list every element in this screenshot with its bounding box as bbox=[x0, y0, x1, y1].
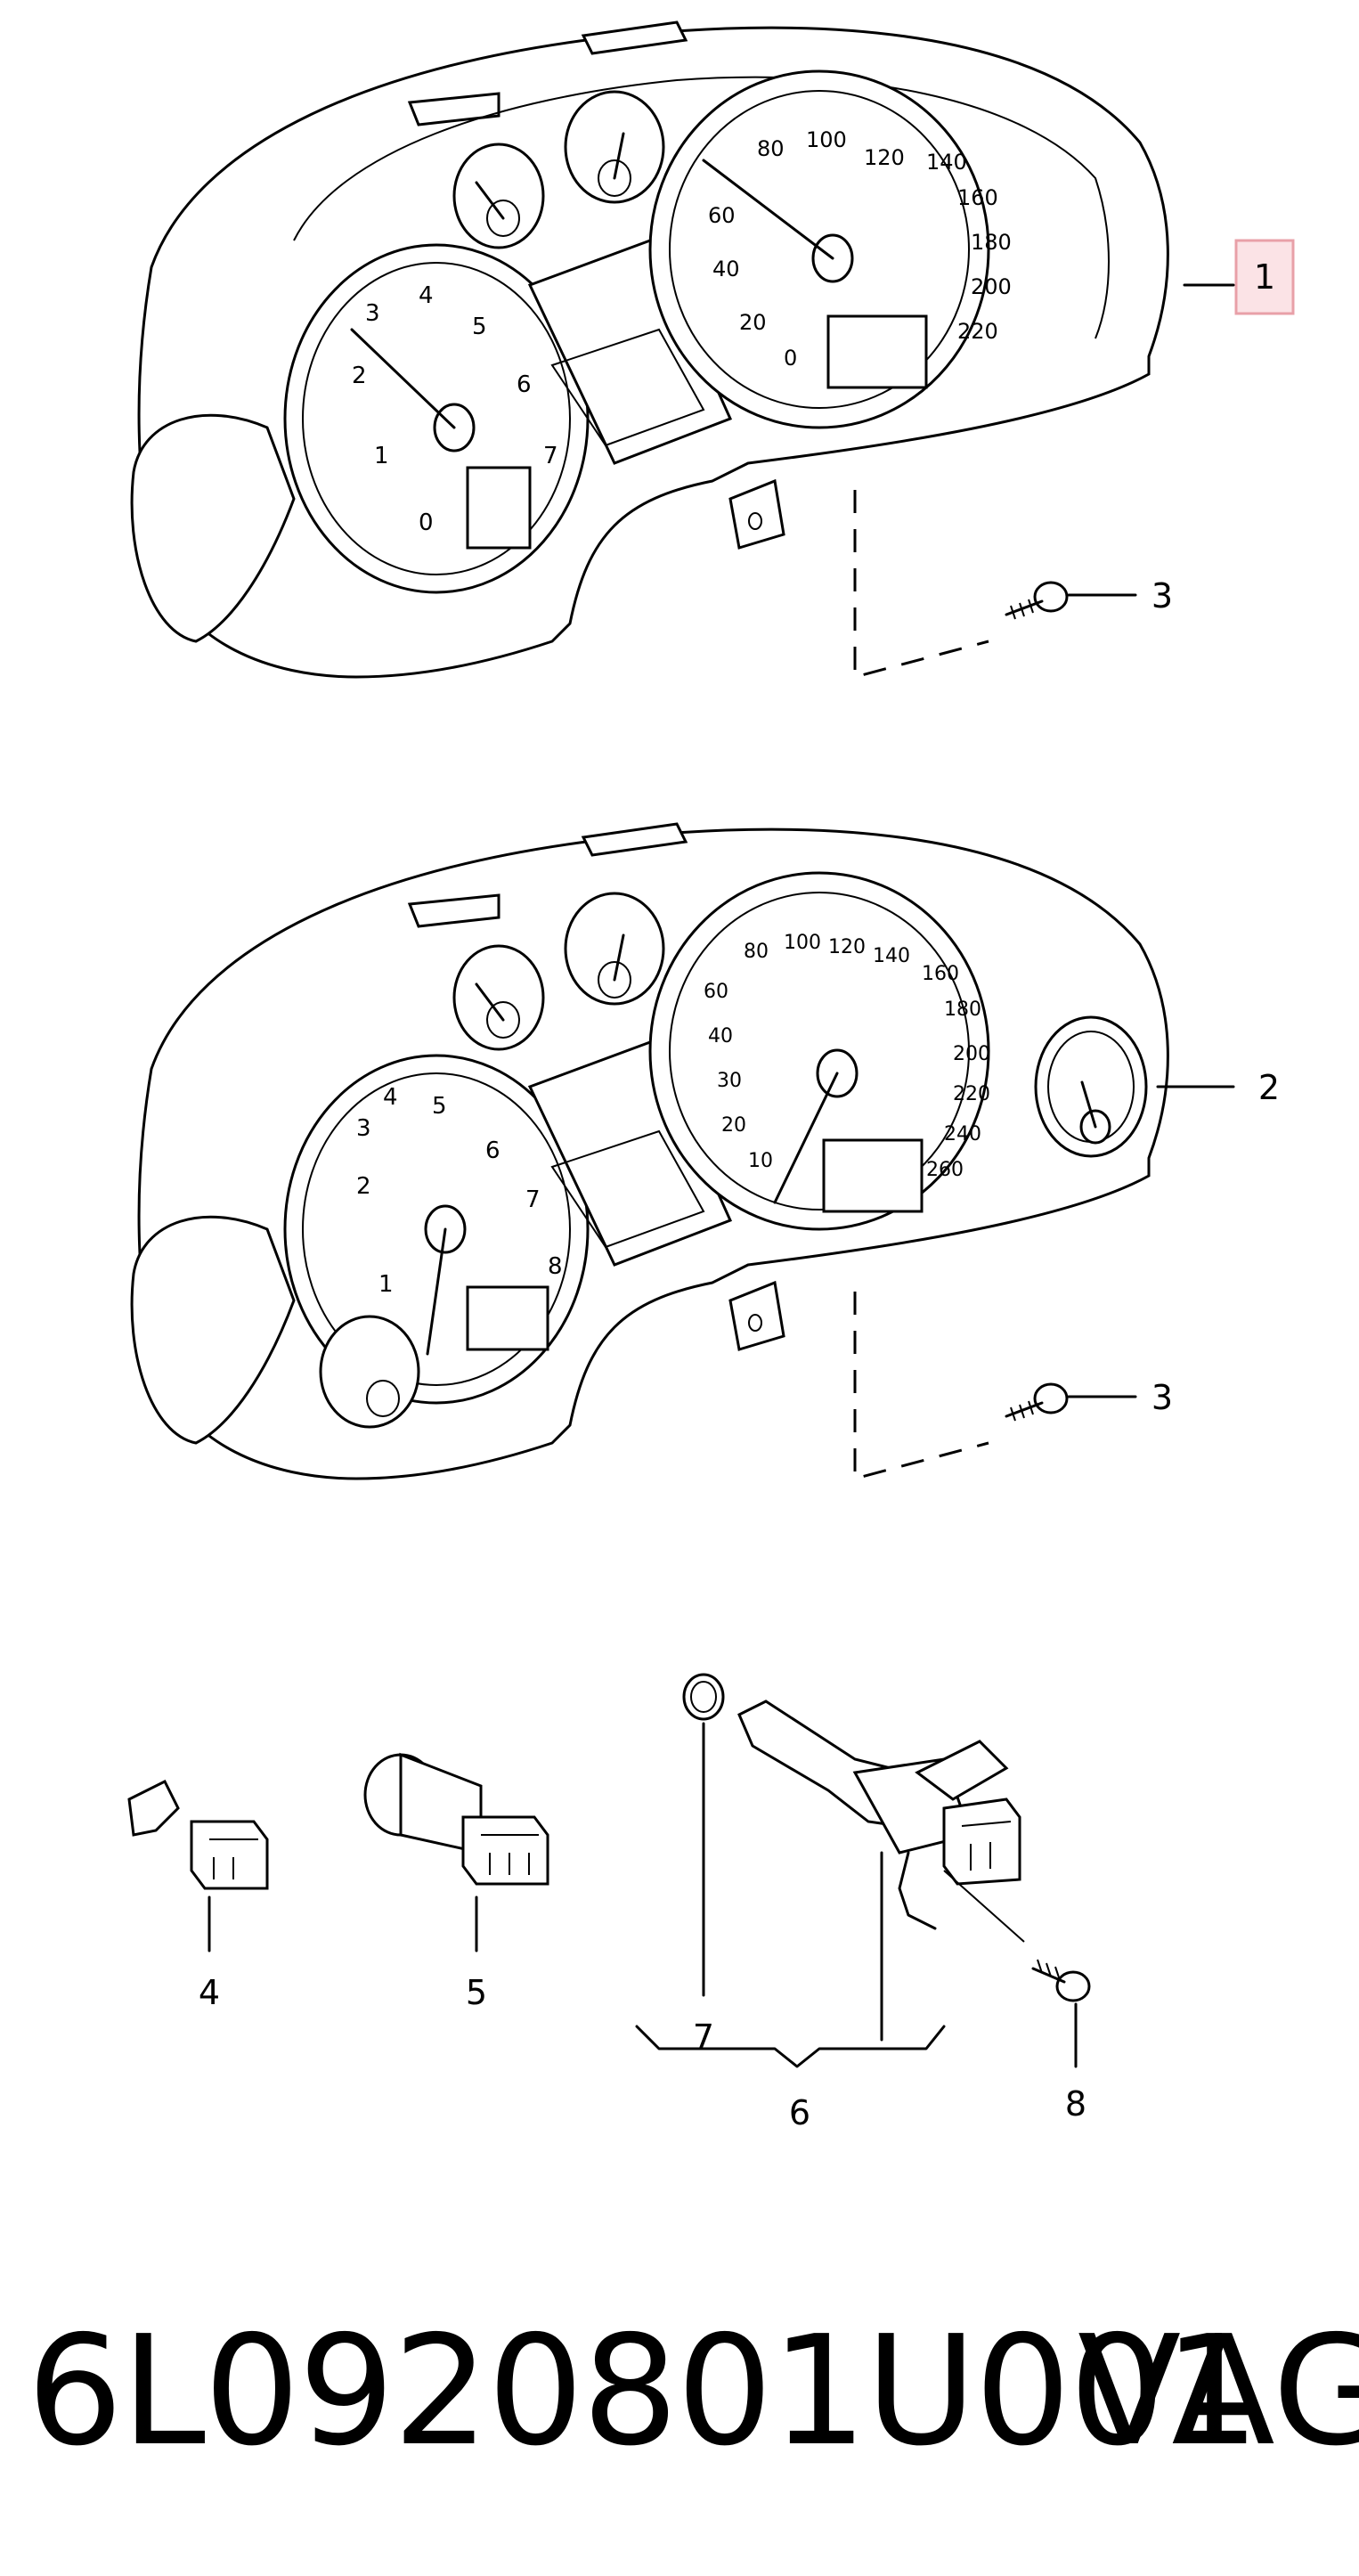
svg-text:2: 2 bbox=[356, 1173, 371, 1200]
callout-3a[interactable]: 3 bbox=[1151, 576, 1173, 615]
callout-1[interactable]: 1 bbox=[1254, 257, 1275, 297]
svg-text:3: 3 bbox=[365, 300, 380, 327]
speed-sender-part-6 bbox=[635, 1700, 1021, 2068]
svg-text:40: 40 bbox=[712, 257, 740, 281]
svg-text:60: 60 bbox=[708, 203, 736, 228]
svg-text:4: 4 bbox=[419, 282, 434, 309]
svg-text:160: 160 bbox=[922, 963, 959, 985]
callout-5[interactable]: 5 bbox=[466, 1973, 487, 2012]
sensor-part-5 bbox=[363, 1752, 549, 1952]
svg-text:0: 0 bbox=[419, 509, 434, 536]
callout-4[interactable]: 4 bbox=[199, 1973, 220, 2012]
connector-part-4 bbox=[127, 1779, 269, 1952]
callout-7[interactable]: 7 bbox=[693, 2018, 714, 2057]
o-ring-part-7 bbox=[682, 1673, 725, 1997]
svg-text:7: 7 bbox=[543, 443, 558, 469]
svg-text:240: 240 bbox=[944, 1123, 981, 1145]
callout-6[interactable]: 6 bbox=[789, 2093, 810, 2132]
svg-text:80: 80 bbox=[744, 941, 769, 963]
svg-text:3: 3 bbox=[356, 1115, 371, 1142]
svg-text:260: 260 bbox=[926, 1159, 964, 1181]
svg-text:30: 30 bbox=[717, 1070, 742, 1092]
svg-text:2: 2 bbox=[352, 363, 367, 389]
svg-text:1: 1 bbox=[378, 1271, 394, 1298]
svg-text:120: 120 bbox=[864, 145, 905, 170]
screw-3a bbox=[1005, 581, 1069, 620]
svg-text:6: 6 bbox=[517, 371, 532, 398]
part-number-caption: 6L0920801U001 bbox=[27, 2303, 1260, 2480]
svg-text:200: 200 bbox=[953, 1043, 990, 1065]
svg-text:80: 80 bbox=[757, 136, 785, 161]
svg-text:120: 120 bbox=[828, 936, 866, 958]
svg-text:100: 100 bbox=[784, 932, 821, 954]
callout-8[interactable]: 8 bbox=[1065, 2084, 1086, 2124]
brand-caption: VAG bbox=[1078, 2303, 1359, 2480]
callout-box-1-highlight bbox=[1234, 239, 1295, 315]
svg-text:5: 5 bbox=[472, 314, 487, 340]
screw-3b bbox=[1005, 1382, 1069, 1422]
callout-2[interactable]: 2 bbox=[1258, 1068, 1280, 1107]
svg-text:8: 8 bbox=[548, 1253, 563, 1280]
svg-text:160: 160 bbox=[957, 185, 998, 210]
svg-text:180: 180 bbox=[944, 999, 981, 1021]
svg-text:180: 180 bbox=[971, 230, 1012, 255]
svg-text:0: 0 bbox=[784, 346, 797, 371]
callout-3b[interactable]: 3 bbox=[1151, 1378, 1173, 1417]
svg-text:6: 6 bbox=[485, 1137, 500, 1164]
svg-text:220: 220 bbox=[957, 319, 998, 344]
svg-text:200: 200 bbox=[971, 274, 1012, 299]
svg-text:1: 1 bbox=[374, 443, 389, 469]
svg-text:100: 100 bbox=[806, 127, 847, 152]
svg-text:40: 40 bbox=[708, 1025, 733, 1048]
svg-text:5: 5 bbox=[432, 1093, 447, 1120]
screw-part-8 bbox=[943, 1870, 1091, 2068]
svg-text:7: 7 bbox=[525, 1186, 541, 1213]
svg-text:60: 60 bbox=[704, 981, 728, 1003]
svg-text:140: 140 bbox=[926, 150, 967, 175]
svg-text:20: 20 bbox=[721, 1114, 746, 1137]
svg-text:140: 140 bbox=[873, 945, 910, 967]
svg-text:20: 20 bbox=[739, 310, 767, 335]
svg-text:4: 4 bbox=[383, 1084, 398, 1111]
svg-text:220: 220 bbox=[953, 1083, 990, 1105]
svg-text:10: 10 bbox=[748, 1150, 773, 1172]
